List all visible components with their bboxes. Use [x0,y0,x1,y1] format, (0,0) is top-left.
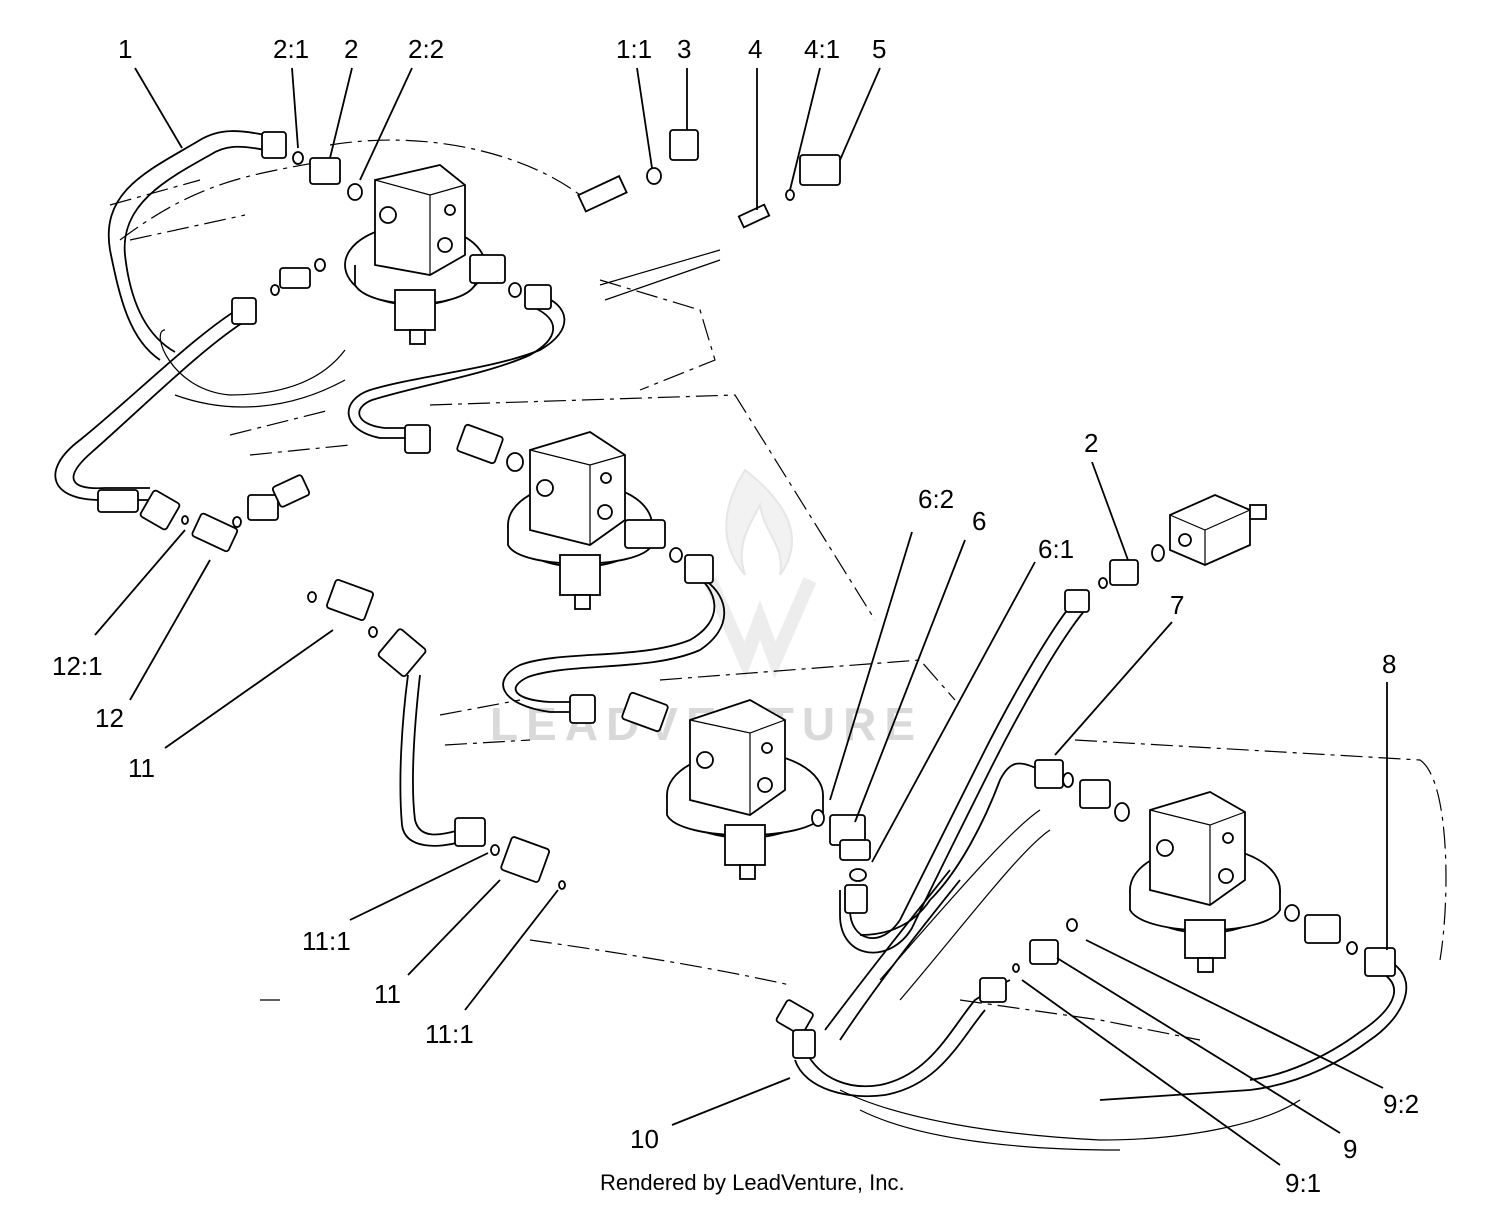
hydraulic-motor-4 [1129,791,1281,973]
callout-10: 10 [630,1124,659,1154]
callout-5: 5 [872,34,886,64]
callout-11a: 11 [128,753,155,783]
callout-4-1: 4:1 [804,34,840,64]
callout-labels: 1 2:1 2 2:2 1:1 3 4 4:1 5 2 6:2 6 6:1 7 … [52,34,1419,1198]
callout-9-2: 9:2 [1383,1089,1419,1119]
callout-8: 8 [1382,649,1396,679]
hydraulic-motor-3 [666,699,824,880]
hydraulic-motor-1 [344,164,486,345]
callout-12: 12 [95,703,124,733]
hoses [54,130,1408,1101]
callout-11-1b: 11:1 [425,1019,474,1049]
footer-credit: Rendered by LeadVenture, Inc. [600,1170,905,1195]
fittings [97,129,1396,1059]
callout-6-1: 6:1 [1038,534,1074,564]
watermark-logo [703,468,817,679]
callout-2b: 2 [1084,428,1098,458]
callout-9-1: 9:1 [1285,1168,1321,1198]
callout-2: 2 [344,34,358,64]
deck-outline [109,139,1447,1151]
callout-3: 3 [677,34,691,64]
callout-6: 6 [972,506,986,536]
callout-1-1: 1:1 [616,34,652,64]
valve-block [1169,494,1267,566]
callout-7: 7 [1170,590,1184,620]
callout-1: 1 [118,34,132,64]
hydraulic-motor-2 [507,431,653,610]
callout-6-2: 6:2 [918,484,954,514]
callout-4: 4 [748,34,762,64]
callout-11b: 11 [374,979,401,1009]
callout-9: 9 [1343,1134,1357,1164]
callout-11-1a: 11:1 [302,926,351,956]
callout-2-1: 2:1 [273,34,309,64]
leader-lines [94,67,1388,1166]
callout-2-2: 2:2 [408,34,444,64]
callout-12-1: 12:1 [52,651,103,681]
